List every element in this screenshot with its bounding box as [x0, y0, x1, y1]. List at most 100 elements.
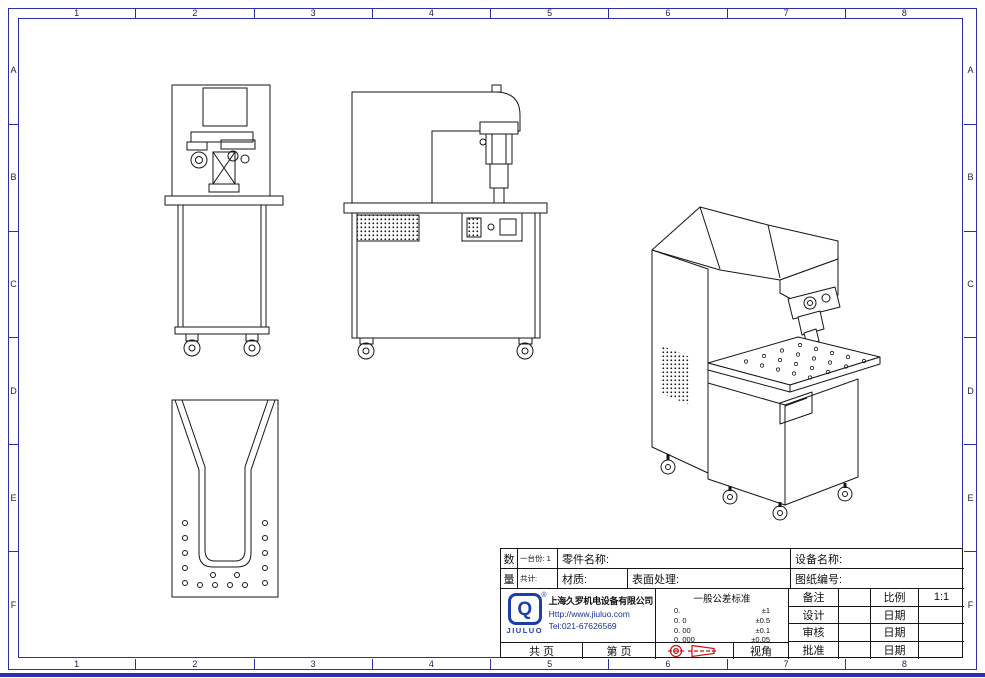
iso-access-panel: [779, 391, 813, 425]
outer-border: [8, 8, 977, 670]
bottom-view-mounting-holes: [182, 520, 268, 588]
ruler-mark: 2: [136, 659, 255, 670]
bottom-view-chute-channel: [174, 399, 276, 568]
total-pages-cell: 共 页: [501, 643, 583, 659]
left-ruler: A B C D E F: [9, 18, 18, 658]
front-view-worktable: [164, 195, 284, 206]
approve-date-value: [919, 642, 964, 660]
tolerance-row: 0. 000 ±0.05: [666, 635, 778, 643]
side-view-head-unit: [479, 121, 519, 204]
iso-cabinet: [707, 378, 859, 506]
iso-head-unit: [787, 286, 841, 346]
side-view-casters: [357, 337, 534, 360]
logo-caption: JIULUO: [506, 626, 544, 635]
ruler-mark: F: [10, 599, 17, 610]
side-view-frame-outline: [351, 84, 521, 204]
ruler-mark: 5: [491, 659, 610, 670]
sheet-bottom-edge: [0, 673, 985, 677]
tolerance-value: ±0.1: [755, 625, 770, 635]
isometric-view: [651, 206, 881, 521]
qty-label-bottom: 量: [501, 569, 518, 589]
tolerance-digits: 0. 000: [674, 635, 695, 643]
side-view-control-box: [461, 212, 523, 242]
tolerance-digits: 0. 0: [674, 615, 687, 625]
company-cell: Q ® JIULUO 上海久罗机电设备有限公司 Http://www.jiulu…: [501, 589, 656, 643]
ruler-mark: 5: [491, 9, 610, 18]
ruler-mark: 4: [373, 9, 491, 18]
inner-border: [18, 18, 963, 658]
ruler-mark: 8: [901, 659, 907, 669]
page-no-cell: 第 页: [583, 643, 656, 659]
qty-label-top: 数: [501, 549, 518, 569]
tolerance-value: ±0.5: [755, 615, 770, 625]
tolerance-value: ±1: [761, 606, 770, 615]
tolerance-value: ±0.05: [751, 635, 770, 643]
jiuluo-logo: Q ® JIULUO: [503, 592, 547, 635]
review-label: 审核: [789, 624, 839, 642]
front-view-stand: [174, 204, 270, 335]
remark-value: [839, 589, 871, 607]
review-date-value: [919, 624, 964, 642]
ruler-mark: E: [9, 445, 18, 553]
tolerance-digits: 0.: [674, 606, 681, 615]
tolerance-row: 0. 0 ±0.5: [666, 616, 778, 626]
approve-value: [839, 641, 871, 659]
ruler-mark: B: [964, 125, 977, 232]
ruler-mark: 7: [728, 9, 846, 18]
review-value: [839, 624, 871, 642]
ruler-mark: 1: [18, 9, 137, 18]
ruler-mark: D: [964, 338, 977, 446]
company-name: 上海久罗机电设备有限公司: [548, 596, 654, 606]
drawing-no-label: 图纸编号:: [791, 569, 964, 589]
ruler-mark: E: [964, 445, 977, 553]
iso-worktable: [707, 336, 881, 393]
ruler-mark: 3: [255, 9, 373, 18]
ruler-mark: A: [9, 18, 18, 125]
tolerance-row: 0. 00 ±0.1: [666, 626, 778, 636]
iso-casters: [660, 454, 853, 521]
part-name-label: 零件名称:: [558, 549, 791, 569]
remark-label: 备注: [789, 589, 839, 607]
approve-label: 批准: [789, 641, 839, 659]
company-website: Http://www.jiuluo.com: [548, 609, 630, 619]
iso-roof: [651, 206, 839, 281]
view-angle-cell: 视角: [734, 643, 789, 659]
qty-per-unit: 一台份: 1: [518, 549, 558, 569]
logo-glyph: Q: [517, 598, 533, 620]
company-tel: Tel:021-67626569: [548, 621, 617, 631]
ruler-mark: 4: [373, 659, 491, 670]
title-block: 数 量 一台份: 1 共计: 零件名称: 设备名称: 材质: 表面处理: 图纸编…: [500, 548, 964, 660]
front-view-casters: [183, 333, 261, 357]
front-view: [164, 84, 284, 357]
bottom-view: [171, 399, 279, 598]
surface-label: 表面处理:: [628, 569, 791, 589]
tolerance-title: 一般公差标准: [693, 594, 751, 605]
bottom-view-outline: [171, 399, 279, 598]
ruler-mark: 2: [136, 9, 255, 18]
ruler-mark: 7: [728, 659, 846, 670]
review-date-label: 日期: [871, 624, 919, 642]
design-value: [839, 606, 871, 624]
ruler-mark: D: [9, 338, 18, 446]
ruler-mark: 6: [609, 9, 728, 18]
tolerance-digits: 0. 00: [674, 625, 691, 635]
ruler-mark: 3: [255, 659, 373, 670]
bottom-ruler: 1 2 3 4 5 6 7 8: [18, 659, 963, 670]
registered-trademark-icon: ®: [541, 592, 547, 599]
scale-value: 1:1: [919, 589, 964, 607]
side-view-worktable: [343, 202, 548, 214]
tolerance-table: 一般公差标准 0. ±1 0. 0 ±0.5 0. 00 ±0.1 0. 000…: [656, 589, 789, 643]
company-info: 上海久罗机电设备有限公司 Http://www.jiuluo.com Tel:0…: [547, 592, 654, 631]
ruler-mark: 8: [901, 8, 907, 18]
front-view-feed-mechanism: [186, 131, 256, 193]
ruler-mark: 6: [609, 659, 728, 670]
design-date-value: [919, 607, 964, 624]
equipment-name-label: 设备名称:: [791, 549, 964, 569]
approve-date-label: 日期: [871, 641, 919, 659]
ruler-mark: C: [9, 232, 18, 339]
jiuluo-logo-icon: Q: [507, 593, 542, 625]
projection-angle-icon: [667, 644, 718, 658]
iso-table-holes: [743, 342, 867, 380]
ruler-mark: F: [967, 599, 974, 610]
